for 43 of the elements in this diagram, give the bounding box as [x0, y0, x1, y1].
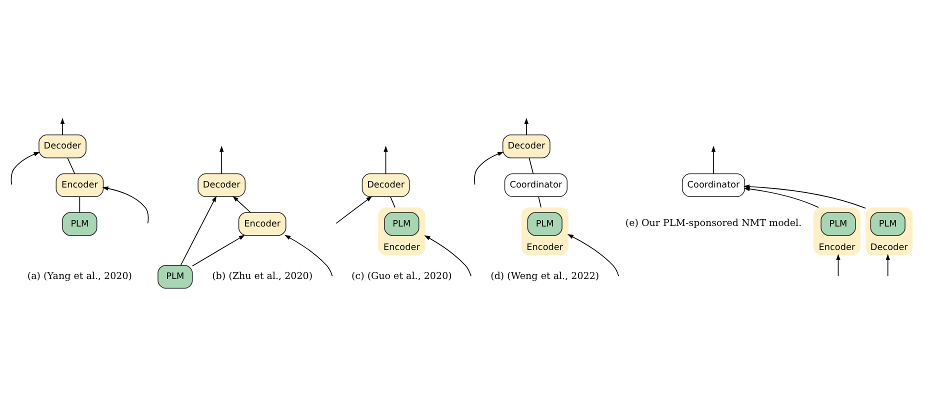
node-box: PLM	[870, 212, 906, 236]
node-box: Decoder	[362, 172, 410, 197]
node-box: Encoder	[238, 212, 286, 236]
label: (d) (Weng et al., 2022)	[490, 270, 600, 282]
connector	[390, 196, 396, 208]
arrow	[836, 253, 840, 276]
arrow	[384, 145, 388, 174]
connector	[538, 196, 542, 208]
label: (c) (Guo et al., 2020)	[352, 270, 452, 282]
node-box: PLM	[820, 212, 856, 236]
label: (a) (Yang et al., 2020)	[27, 270, 132, 282]
label: (e) Our PLM-sponsored NMT model.	[625, 218, 802, 229]
arrow	[744, 186, 819, 208]
node-box: PLM	[62, 212, 98, 236]
arrow	[10, 151, 40, 184]
node-box: PLM	[158, 264, 193, 288]
node-box: Decoder	[502, 134, 550, 158]
node-box: Coordinator	[682, 172, 746, 197]
arrow	[336, 196, 372, 224]
arrow	[743, 184, 866, 208]
arrow	[232, 195, 251, 212]
arrow	[219, 145, 224, 174]
node-box: Encoder	[56, 172, 104, 197]
connector	[528, 157, 534, 174]
arrow	[711, 145, 716, 174]
arrow	[424, 234, 472, 276]
label: (b) (Zhu et al., 2020)	[212, 270, 313, 282]
arrow	[192, 234, 245, 266]
arrow	[180, 195, 217, 266]
arrow	[524, 117, 529, 135]
connector	[79, 196, 80, 212]
arrow	[474, 151, 504, 184]
connector	[67, 157, 76, 174]
node-box: Coordinator	[504, 172, 568, 197]
arrow	[886, 253, 890, 276]
arrow	[567, 234, 620, 276]
arrow	[102, 186, 149, 224]
node-box: Decoder	[38, 134, 86, 158]
node-box: PLM	[384, 212, 420, 236]
arrow	[284, 234, 333, 276]
node-box: PLM	[527, 212, 562, 236]
node-box: Decoder	[198, 172, 246, 197]
arrow	[60, 117, 65, 135]
